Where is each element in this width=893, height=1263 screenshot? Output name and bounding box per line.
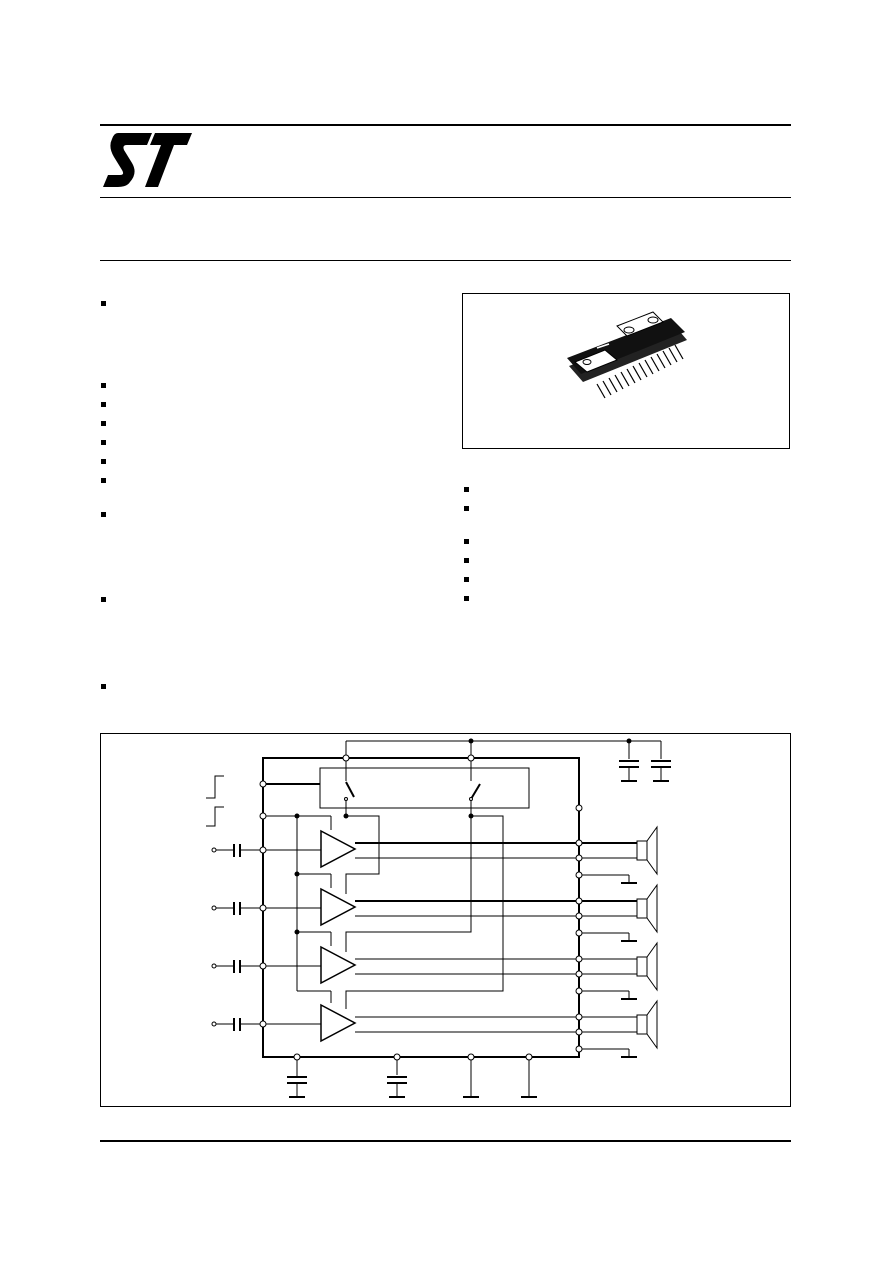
feature-bullet bbox=[464, 558, 469, 563]
footer-rule bbox=[100, 1140, 791, 1142]
feature-bullet bbox=[464, 577, 469, 582]
feature-bullet bbox=[464, 539, 469, 544]
package-image-box bbox=[462, 293, 790, 449]
feature-bullet bbox=[101, 459, 106, 464]
feature-bullet bbox=[101, 684, 106, 689]
block-diagram-schematic bbox=[206, 738, 671, 1098]
title-rule bbox=[100, 260, 791, 261]
ic-package-icon bbox=[567, 311, 687, 399]
block-diagram bbox=[100, 733, 791, 1107]
st-logo-icon bbox=[103, 133, 192, 187]
feature-bullet bbox=[101, 402, 106, 407]
feature-bullet bbox=[101, 597, 106, 602]
feature-bullet bbox=[101, 478, 106, 483]
feature-bullet bbox=[101, 421, 106, 426]
feature-bullet bbox=[464, 506, 469, 511]
feature-bullet bbox=[101, 301, 106, 306]
feature-bullet bbox=[101, 512, 106, 517]
feature-bullet bbox=[464, 596, 469, 601]
header-rule bbox=[100, 197, 791, 198]
feature-bullet bbox=[101, 383, 106, 388]
feature-bullet bbox=[464, 487, 469, 492]
feature-bullet bbox=[101, 440, 106, 445]
top-rule bbox=[100, 124, 791, 126]
